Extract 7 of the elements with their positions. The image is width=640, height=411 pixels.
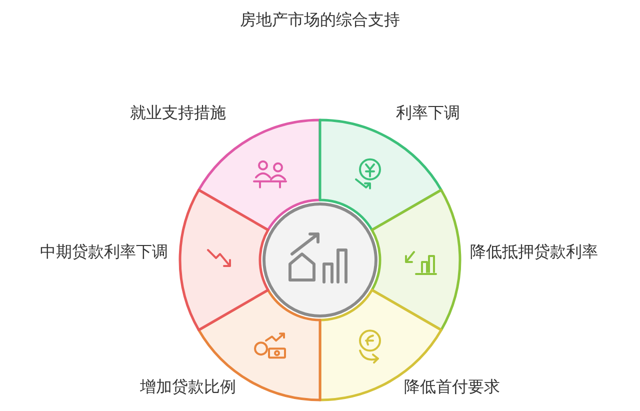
title: 房地产市场的综合支持: [240, 10, 400, 30]
segment-label: 利率下调: [396, 103, 460, 123]
segment-label: 就业支持措施: [130, 103, 226, 123]
segment-label: 降低抵押贷款利率: [470, 242, 598, 262]
segment-label: 降低首付要求: [404, 377, 500, 397]
segment-label: 中期贷款利率下调: [40, 242, 168, 262]
segment-label: 增加贷款比例: [140, 377, 236, 397]
